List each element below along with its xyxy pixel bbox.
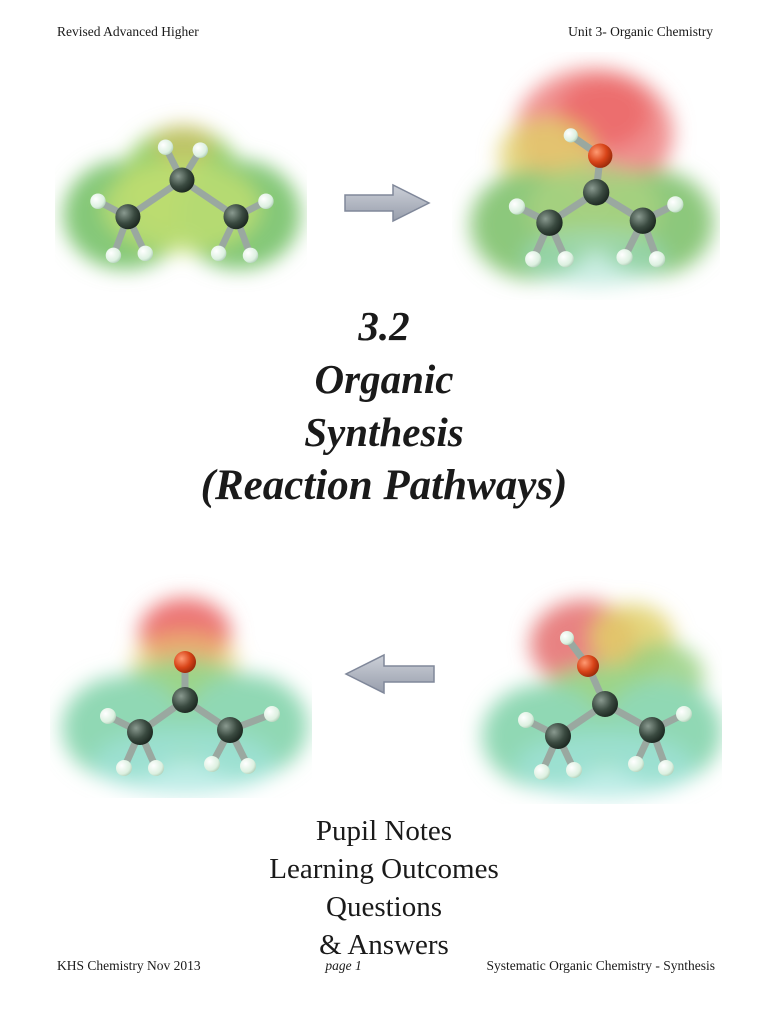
propanone-molecule-icon xyxy=(62,598,308,794)
title-line-4: (Reaction Pathways) xyxy=(200,462,568,509)
propane-molecule-icon xyxy=(63,124,301,270)
propan-2-ol-molecule-icon xyxy=(482,600,722,798)
propan-2-ol-molecule-image xyxy=(460,566,722,804)
subtitle-line-3: Questions xyxy=(326,891,442,923)
title-line-1: 3.2 xyxy=(358,303,410,349)
title-line-3: Synthesis xyxy=(304,409,464,455)
oxidised-propane-molecule-icon xyxy=(470,68,714,286)
right-arrow-icon xyxy=(341,180,433,226)
title-line-2: Organic xyxy=(314,356,454,402)
page-title: 3.2 Organic Synthesis (Reaction Pathways… xyxy=(0,300,768,512)
footer: KHS Chemistry Nov 2013 page 1 Systematic… xyxy=(57,958,715,974)
oxidised-propane-molecule-image xyxy=(452,52,720,300)
left-arrow-icon xyxy=(340,650,438,698)
header: Revised Advanced Higher Unit 3- Organic … xyxy=(57,24,713,40)
subtitle-line-2: Learning Outcomes xyxy=(269,853,499,885)
subtitle-line-4: & Answers xyxy=(319,929,449,961)
header-right-text: Unit 3- Organic Chemistry xyxy=(568,24,713,39)
page-number: page 1 xyxy=(325,958,362,973)
propane-molecule-image xyxy=(55,70,307,292)
footer-right-text: Systematic Organic Chemistry - Synthesis xyxy=(486,958,715,973)
propanone-molecule-image xyxy=(50,570,312,798)
header-left-text: Revised Advanced Higher xyxy=(57,24,199,39)
subtitle-line-1: Pupil Notes xyxy=(315,815,453,847)
subtitle: Pupil Notes Learning Outcomes Questions … xyxy=(0,812,768,964)
footer-left-text: KHS Chemistry Nov 2013 xyxy=(57,958,201,973)
